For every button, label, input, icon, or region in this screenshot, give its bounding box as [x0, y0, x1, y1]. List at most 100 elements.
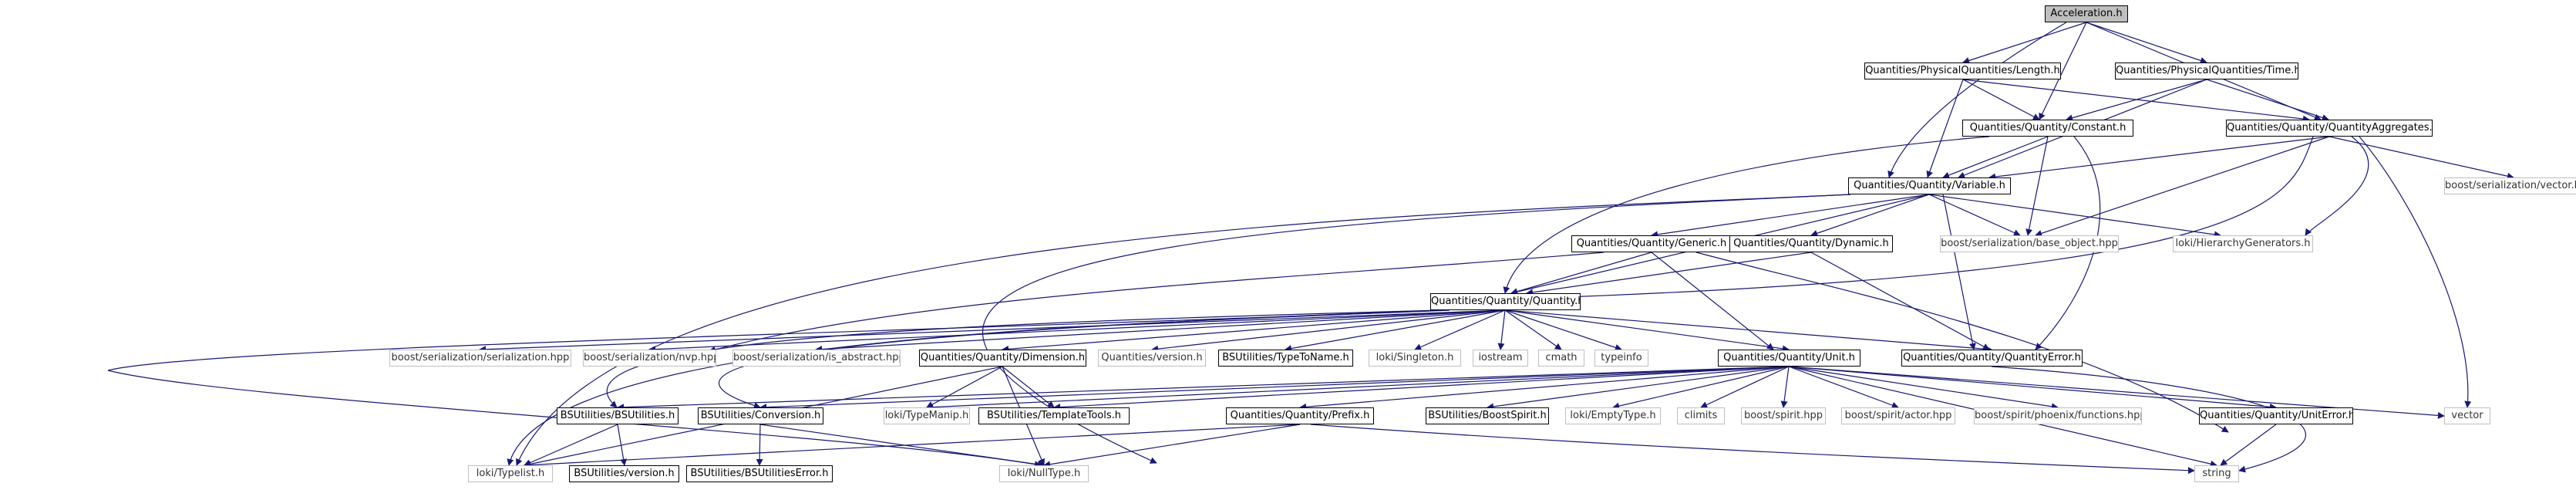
- node-quantity-aggregates-h[interactable]: Quantities/Quantity/QuantityAggregates.h: [2226, 120, 2433, 137]
- dependency-edge: [1504, 309, 1790, 353]
- node-string[interactable]: string: [2194, 465, 2239, 482]
- dependency-edge: [2086, 22, 2207, 64]
- dependency-edge: [1299, 366, 1790, 411]
- dependency-edge: [1788, 366, 2277, 411]
- dependency-edge: [1414, 309, 1506, 350]
- node-bsutilities-boostspirit-h[interactable]: BSUtilities/BoostSpirit.h: [1426, 407, 1549, 424]
- dependency-edge: [648, 309, 1506, 353]
- node-climits[interactable]: climits: [1677, 407, 1725, 424]
- dependency-edge: [759, 366, 1790, 411]
- dependency-edge: [1285, 309, 1506, 353]
- node-loki-typemanip-h[interactable]: loki/TypeManip.h: [884, 407, 970, 424]
- node-quantity-h[interactable]: Quantities/Quantity/Quantity.h: [1430, 293, 1581, 310]
- node-boost-spirit-actor-hpp[interactable]: boost/spirit/actor.hpp: [1841, 407, 1955, 424]
- dependency-edge: [1053, 366, 1790, 411]
- node-loki-singleton-h[interactable]: loki/Singleton.h: [1369, 350, 1461, 367]
- node-bsutilities-templatetools-h[interactable]: BSUtilities/TemplateTools.h: [978, 407, 1130, 424]
- dependency-edge: [1002, 309, 1506, 353]
- dependency-edge: [1700, 366, 1790, 408]
- node-typeinfo[interactable]: typeinfo: [1594, 350, 1648, 367]
- node-time-h[interactable]: Quantities/PhysicalQuantities/Time.h: [2115, 63, 2298, 79]
- dependency-edge: [1962, 22, 2087, 64]
- dependency-edge: [1651, 194, 1930, 238]
- node-loki-emptytype-h[interactable]: loki/EmptyType.h: [1565, 407, 1661, 424]
- dependency-edge: [709, 252, 1605, 353]
- node-acceleration-h: Acceleration.h: [2045, 5, 2128, 22]
- node-boost-serialization-base-object-hpp[interactable]: boost/serialization/base_object.hpp: [1940, 235, 2119, 252]
- dependency-edge: [1788, 366, 2059, 411]
- node-boost-serialization-vector-hpp[interactable]: boost/serialization/vector.hpp: [2444, 177, 2576, 194]
- dependency-edge: [982, 194, 1851, 464]
- node-length-h[interactable]: Quantities/PhysicalQuantities/Length.h: [1864, 63, 2061, 79]
- dependency-edge: [2359, 136, 2472, 408]
- dependency-edge: [1988, 136, 2330, 181]
- dependency-edge: [1526, 252, 1812, 296]
- node-quantity-error-h[interactable]: Quantities/Quantity/QuantityError.h: [1901, 350, 2083, 367]
- node-bsutilities-typetoname-h[interactable]: BSUtilities/TypeToName.h: [1218, 350, 1353, 367]
- dependency-edge: [926, 366, 1790, 411]
- dependency-edge: [606, 309, 1443, 408]
- node-generic-h[interactable]: Quantities/Quantity/Generic.h: [1571, 235, 1732, 252]
- dependency-edge: [107, 309, 1450, 468]
- dependency-edge: [1928, 194, 2221, 238]
- dependency-edge: [2025, 136, 2049, 236]
- node-unit-error-h[interactable]: Quantities/Quantity/UnitError.h: [2199, 407, 2353, 424]
- dependency-edge: [815, 309, 1506, 353]
- dependency-edge: [2066, 79, 2207, 122]
- dependency-edge: [1651, 252, 1774, 350]
- dependency-edge: [1564, 136, 2314, 301]
- node-boost-spirit-hpp[interactable]: boost/spirit.hpp: [1741, 407, 1826, 424]
- node-loki-typelist-h[interactable]: loki/Typelist.h: [468, 465, 553, 482]
- dependency-edges: [107, 22, 2514, 475]
- dependency-edge: [1942, 136, 2049, 179]
- dependency-edge: [524, 424, 618, 466]
- dependency-edge: [1942, 194, 1976, 350]
- node-dynamic-h[interactable]: Quantities/Quantity/Dynamic.h: [1729, 235, 1893, 252]
- node-loki-hierarchy-generators-h[interactable]: loki/HierarchyGenerators.h: [2173, 235, 2313, 252]
- dependency-edge: [524, 424, 1301, 469]
- dependency-edge: [2035, 136, 2330, 237]
- dependency-edge: [1310, 424, 2195, 475]
- dependency-edge: [1926, 79, 1964, 178]
- dependency-edge: [1780, 366, 1790, 408]
- dependency-edge: [1887, 22, 2067, 178]
- dependency-edge: [759, 424, 1045, 468]
- dependency-edge: [1504, 309, 1992, 353]
- node-cmath[interactable]: cmath: [1538, 350, 1584, 367]
- node-vector[interactable]: vector: [2444, 407, 2490, 424]
- dependency-edge: [1962, 79, 2040, 120]
- node-iostream[interactable]: iostream: [1473, 350, 1528, 367]
- dependency-edge: [1503, 136, 1990, 294]
- dependency-edge: [617, 366, 1790, 411]
- node-boost-serialization-nvp-hpp[interactable]: boost/serialization/nvp.hpp: [583, 350, 716, 367]
- node-boost-serialization-serialization-hpp[interactable]: boost/serialization/serialization.hpp: [389, 350, 571, 367]
- dependency-edge: [926, 366, 1003, 408]
- dependency-edge: [479, 309, 1506, 353]
- node-boost-spirit-phoenix-functions-hpp[interactable]: boost/spirit/phoenix/functions.hpp: [1974, 407, 2142, 424]
- node-constant-h[interactable]: Quantities/Quantity/Constant.h: [1962, 120, 2133, 137]
- node-bsutilities-error-h[interactable]: BSUtilities/BSUtilitiesError.h: [686, 465, 833, 482]
- dependency-edge: [1788, 366, 1899, 409]
- node-prefix-h[interactable]: Quantities/Quantity/Prefix.h: [1226, 407, 1374, 424]
- node-bsutilities-version-h[interactable]: BSUtilities/version.h: [569, 465, 679, 482]
- node-bsutilities-h[interactable]: BSUtilities/BSUtilities.h: [557, 407, 679, 424]
- node-loki-nulltype-h[interactable]: loki/NullType.h: [999, 465, 1089, 482]
- dependency-edge: [1043, 424, 1301, 468]
- node-unit-h[interactable]: Quantities/Quantity/Unit.h: [1718, 350, 1860, 367]
- dependency-edge: [1504, 309, 1562, 350]
- dependency-edge: [1810, 252, 1990, 350]
- dependency-edge: [1510, 252, 1652, 296]
- dependency-edge: [1504, 309, 1622, 351]
- node-variable-h[interactable]: Quantities/Quantity/Variable.h: [1848, 177, 2011, 194]
- node-conversion-h[interactable]: BSUtilities/Conversion.h: [698, 407, 823, 424]
- node-quantities-version-h[interactable]: Quantities/version.h: [1098, 350, 1206, 367]
- dependency-edge: [1612, 366, 1790, 410]
- dependency-edge: [507, 309, 1443, 466]
- dependency-edge: [2329, 136, 2514, 180]
- dependency-edge: [1151, 309, 1506, 353]
- dependency-edge: [617, 424, 628, 466]
- node-boost-serialization-is-abstract-hpp[interactable]: boost/serialization/is_abstract.hpp: [732, 350, 901, 367]
- dependency-edge: [1810, 194, 1930, 237]
- node-dimension-h[interactable]: Quantities/Quantity/Dimension.h: [919, 350, 1086, 367]
